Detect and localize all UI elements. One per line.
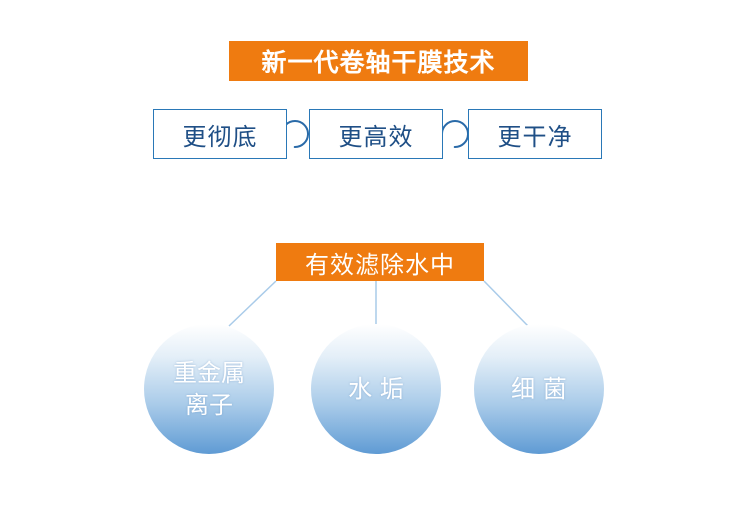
target-circle-heavy-metal: 重金属 离子	[144, 324, 274, 454]
feature-box-3: 更干净	[468, 109, 602, 159]
title-text: 新一代卷轴干膜技术	[261, 48, 496, 77]
feature-label-1: 更彻底	[182, 122, 258, 151]
subtitle-text: 有效滤除水中	[305, 250, 455, 279]
feature-label-2: 更高效	[338, 122, 414, 151]
title-banner: 新一代卷轴干膜技术	[229, 41, 528, 81]
target-label-1-line-2: 离子	[185, 391, 233, 419]
target-label-3: 细 菌	[511, 375, 567, 403]
feature-box-1: 更彻底	[153, 109, 287, 159]
target-circle-scale: 水 垢	[311, 324, 441, 454]
chain-link-right-lower	[441, 133, 469, 148]
target-label-2: 水 垢	[348, 375, 404, 403]
feature-box-2: 更高效	[309, 109, 443, 159]
connector-left	[228, 280, 277, 327]
feature-label-3: 更干净	[497, 122, 573, 151]
target-label-1-line-1: 重金属	[173, 359, 245, 387]
target-circle-bacteria: 细 菌	[474, 324, 604, 454]
subtitle-banner: 有效滤除水中	[276, 243, 484, 281]
connector-right	[483, 280, 529, 327]
chain-link-left-lower	[281, 133, 309, 148]
